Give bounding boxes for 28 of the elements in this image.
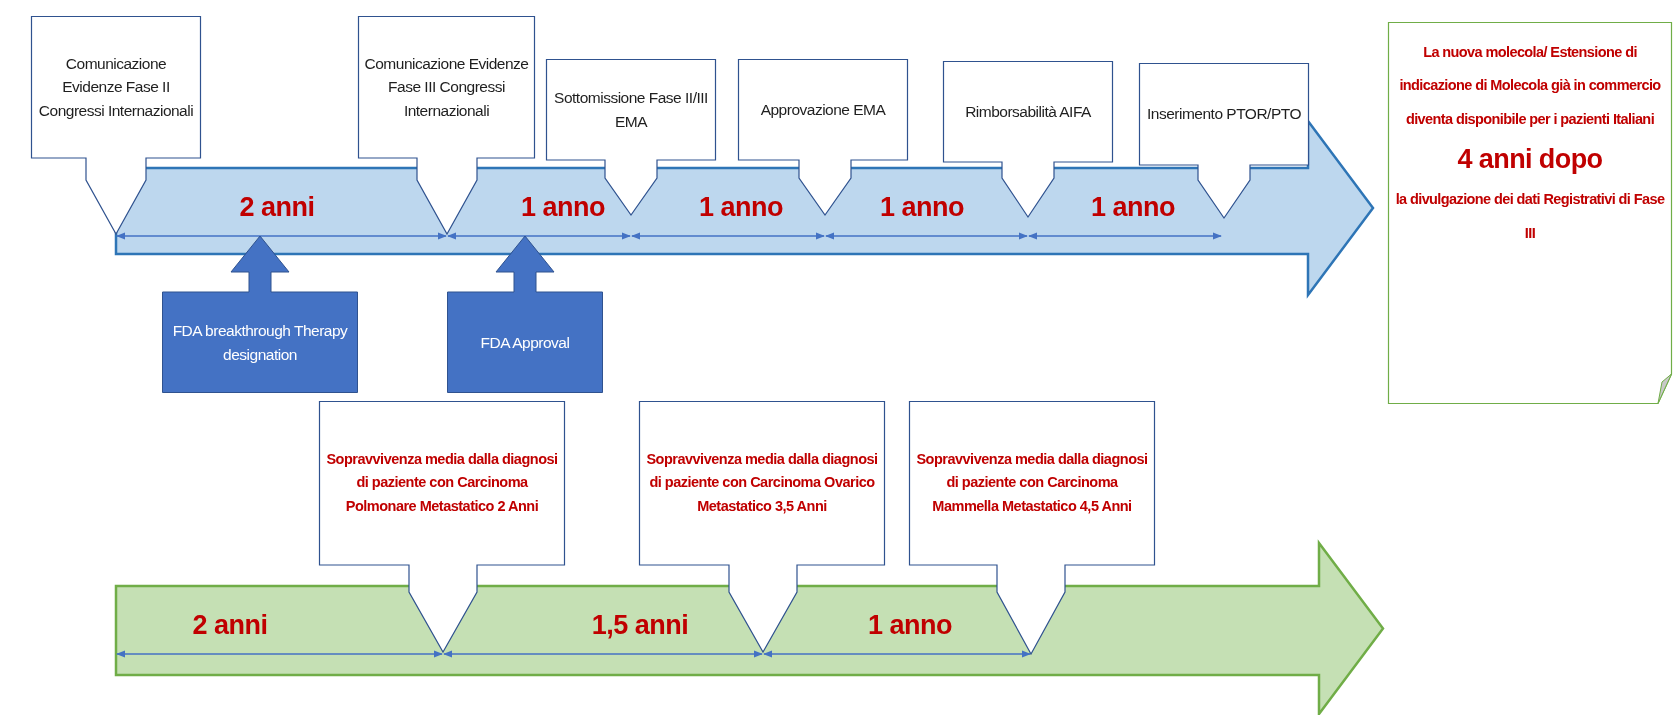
callout-text: Comunicazione Evidenze Fase III Congressi Internazionali [363, 54, 530, 121]
duration-label: 1 anno [880, 192, 964, 223]
duration-label: 1 anno [521, 192, 605, 223]
duration-label: 1 anno [699, 192, 783, 223]
callout-text: Sopravvivenza media dalla diagnosi di paziente con Carcinoma Mammella Metastatico 4,5 Anni [915, 450, 1149, 516]
callout-text: Sopravvivenza media dalla diagnosi di paziente con Carcinoma Polmonare Metastatico 2 Anni [325, 450, 559, 516]
callout-text: FDA breakthrough Therapy designation [171, 321, 349, 365]
duration-label: 1 anno [1091, 192, 1175, 223]
callout-text: Approvazione EMA [760, 99, 886, 120]
note-box [1388, 22, 1672, 404]
note-text: la divulgazione dei dati Registrativi di Fase III [1394, 190, 1666, 243]
callout-box [31, 16, 201, 234]
arrow-callout-box [447, 236, 603, 393]
duration-label: 1 anno [868, 610, 952, 641]
callout-text: FDA Approval [480, 332, 570, 353]
highlight-text: 4 anni dopo [1456, 143, 1604, 177]
callout-text: Sopravvivenza media dalla diagnosi di paziente con Carcinoma Ovarico Metastatico 3,5 Anni [645, 450, 879, 516]
arrow-callout-box [162, 236, 358, 393]
callout-text: Comunicazione Evidenze Fase II Congressi Internazionali [37, 54, 195, 121]
note-text: La nuova molecola/ Estensione di indicazione di Molecola già in commercio diventa disponibile per i pazienti Italiani [1398, 43, 1662, 129]
callout-text: Sottomissione Fase II/III EMA [553, 88, 709, 132]
duration-label: 2 anni [239, 192, 315, 223]
callout-box [319, 401, 565, 652]
duration-label: 2 anni [192, 610, 268, 641]
callout-text: Inserimento PTOR/PTO [1147, 104, 1301, 125]
duration-label: 1,5 anni [591, 610, 689, 641]
callout-text: Rimborsabilità AIFA [965, 101, 1091, 122]
callout-box [358, 16, 535, 234]
